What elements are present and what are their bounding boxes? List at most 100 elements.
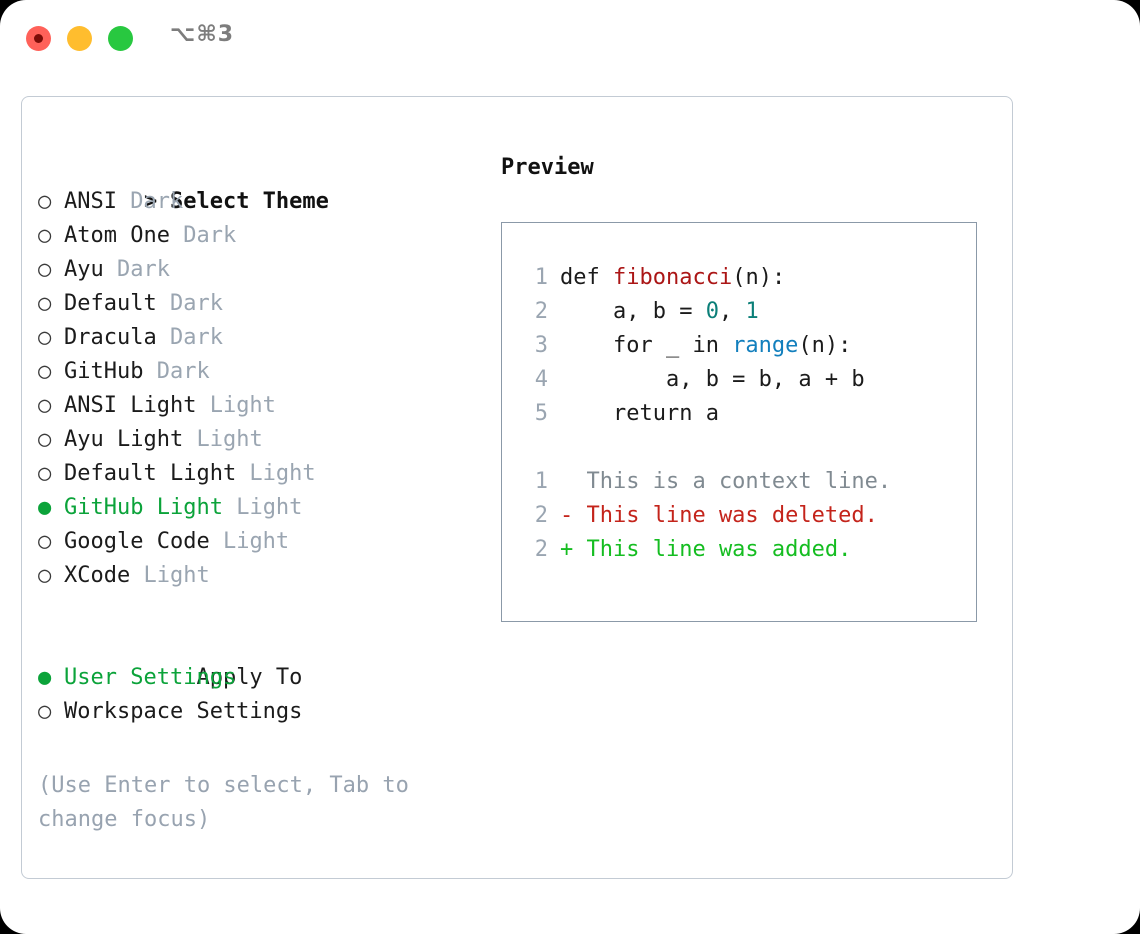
radio-unselected-icon[interactable]: ○ — [38, 325, 52, 350]
apply-to-options-list[interactable]: ●User Settings ○ Workspace Settings — [38, 661, 478, 729]
preview-divider — [522, 431, 976, 465]
theme-option-tag: Light — [209, 529, 290, 554]
theme-option-tag: Dark — [169, 223, 237, 248]
theme-option-tag: Light — [196, 393, 276, 418]
code-line: 1 def fibonacci(n): — [522, 261, 976, 295]
theme-option-tag: Dark — [156, 291, 223, 316]
theme-option-tag: Dark — [143, 359, 210, 384]
radio-unselected-icon[interactable]: ○ — [38, 223, 52, 248]
select-theme-header: >Select Theme — [38, 151, 478, 214]
theme-option-row[interactable]: ○ ANSI Dark — [38, 185, 478, 219]
radio-selected-icon[interactable]: ● — [38, 665, 52, 690]
radio-unselected-icon[interactable]: ○ — [38, 529, 52, 554]
code-token: , — [718, 299, 746, 324]
theme-options-list[interactable]: ○ ANSI Dark ○ Atom One Dark ○ Ayu Dark ○ Defaul… — [38, 185, 478, 593]
code-token: a, b = — [560, 299, 706, 324]
theme-option-tag: Light — [236, 461, 316, 486]
theme-option-row[interactable]: ○ Default Dark — [38, 287, 478, 321]
close-button-icon[interactable] — [26, 26, 51, 51]
diff-line: 1 This is a context line. — [522, 465, 976, 499]
theme-option-tag: Dark — [156, 325, 223, 350]
select-theme-title: Select Theme — [169, 189, 329, 214]
code-token: for _ in — [560, 333, 733, 358]
theme-option-label: Ayu Light — [64, 427, 184, 452]
radio-unselected-icon[interactable]: ○ — [38, 189, 52, 214]
diff-line: 2 + This line was added. — [522, 533, 976, 567]
theme-option-tag: Dark — [116, 189, 184, 214]
code-line-number: 5 — [534, 401, 548, 426]
code-token: fibonacci — [612, 265, 733, 290]
diff-line-text: This is a context line. — [560, 469, 892, 494]
theme-option-label: Atom One — [64, 223, 170, 248]
code-line: 2 a, b = 0, 1 — [522, 295, 976, 329]
apply-to-option-label: Workspace Settings — [64, 699, 303, 724]
theme-option-row[interactable]: ○ XCode Light — [38, 559, 478, 593]
radio-selected-icon[interactable]: ● — [38, 495, 52, 520]
diff-line-text: + This line was added. — [560, 537, 852, 562]
code-line-number: 1 — [534, 265, 548, 290]
code-token: def — [560, 265, 613, 290]
radio-unselected-icon[interactable]: ○ — [38, 257, 52, 282]
theme-list-column: >Select Theme ○ANSI Dark○Atom One Dark○A… — [38, 151, 478, 837]
diff-line: 2 - This line was deleted. — [522, 499, 976, 533]
theme-picker-panel: >Select Theme ○ANSI Dark○Atom One Dark○A… — [21, 96, 1013, 879]
code-token: range — [732, 333, 799, 358]
theme-option-row[interactable]: ○Dracula Dark — [38, 321, 478, 355]
diff-line-number: 1 — [534, 469, 548, 494]
radio-unselected-icon[interactable]: ○ — [38, 461, 52, 486]
theme-option-tag: Light — [183, 427, 263, 452]
theme-option-label: Default — [64, 291, 157, 316]
theme-option-label: Google Code — [64, 529, 210, 554]
theme-option-label: Ayu — [64, 257, 104, 282]
theme-option-row[interactable]: ○ ANSI Light Light — [38, 389, 478, 423]
theme-option-label: ANSI — [64, 189, 117, 214]
radio-unselected-icon[interactable]: ○ — [38, 427, 52, 452]
code-token: (n): — [732, 265, 786, 290]
title-bar: ⌥⌘3 — [0, 0, 1140, 78]
radio-unselected-icon[interactable]: ○ — [38, 291, 52, 316]
theme-option-label: GitHub — [64, 359, 144, 384]
apply-to-header: Apply To — [38, 627, 478, 690]
code-line: 3 for _ in range(n): — [522, 329, 976, 363]
code-token: (n): — [798, 333, 852, 358]
diff-sample: 1 This is a context line. 2 - This line wa… — [522, 465, 976, 567]
diff-line-text: - This line was deleted. — [560, 503, 878, 528]
apply-to-title: Apply To — [196, 665, 303, 690]
apply-to-section: Apply To ●User Settings ○ Workspace Settin… — [38, 627, 478, 729]
keyboard-hint-text: (Use Enter to select, Tab to change focu… — [38, 773, 423, 832]
theme-option-row[interactable]: ○ Ayu Dark — [38, 253, 478, 287]
preview-title: Preview — [501, 155, 594, 180]
apply-to-option-row[interactable]: ○ Workspace Settings — [38, 695, 478, 729]
radio-unselected-icon[interactable]: ○ — [38, 393, 52, 418]
code-line-number: 4 — [534, 367, 548, 392]
theme-option-tag: Light — [130, 563, 210, 588]
theme-option-label: XCode — [64, 563, 131, 588]
theme-option-row[interactable]: ○ GitHub Dark — [38, 355, 478, 389]
maximize-button-icon[interactable] — [108, 26, 133, 51]
theme-option-row[interactable]: ○ Ayu Light Light — [38, 423, 478, 457]
code-token: return a — [560, 401, 719, 426]
theme-option-label: ANSI Light — [64, 393, 197, 418]
code-token: 0 — [705, 299, 719, 324]
diff-line-number: 2 — [534, 537, 548, 562]
diff-line-number: 2 — [534, 503, 548, 528]
theme-option-row[interactable]: ●GitHub Light Light — [38, 491, 478, 525]
code-token: 1 — [745, 299, 759, 324]
minimize-button-icon[interactable] — [67, 26, 92, 51]
apply-to-option-row[interactable]: ●User Settings — [38, 661, 478, 695]
theme-option-row[interactable]: ○ Atom One Dark — [38, 219, 478, 253]
code-line: 5 return a — [522, 397, 976, 431]
theme-option-row[interactable]: ○ Google Code Light — [38, 525, 478, 559]
code-token: a, b = b, a + b — [560, 367, 865, 392]
theme-option-row[interactable]: ○ Default Light Light — [38, 457, 478, 491]
radio-unselected-icon[interactable]: ○ — [38, 359, 52, 384]
code-line-number: 2 — [534, 299, 548, 324]
theme-option-label: Default Light — [64, 461, 237, 486]
radio-unselected-icon[interactable]: ○ — [38, 563, 52, 588]
radio-unselected-icon[interactable]: ○ — [38, 699, 52, 724]
keyboard-shortcut-label: ⌥⌘3 — [170, 22, 235, 47]
theme-option-tag: Dark — [103, 257, 170, 282]
